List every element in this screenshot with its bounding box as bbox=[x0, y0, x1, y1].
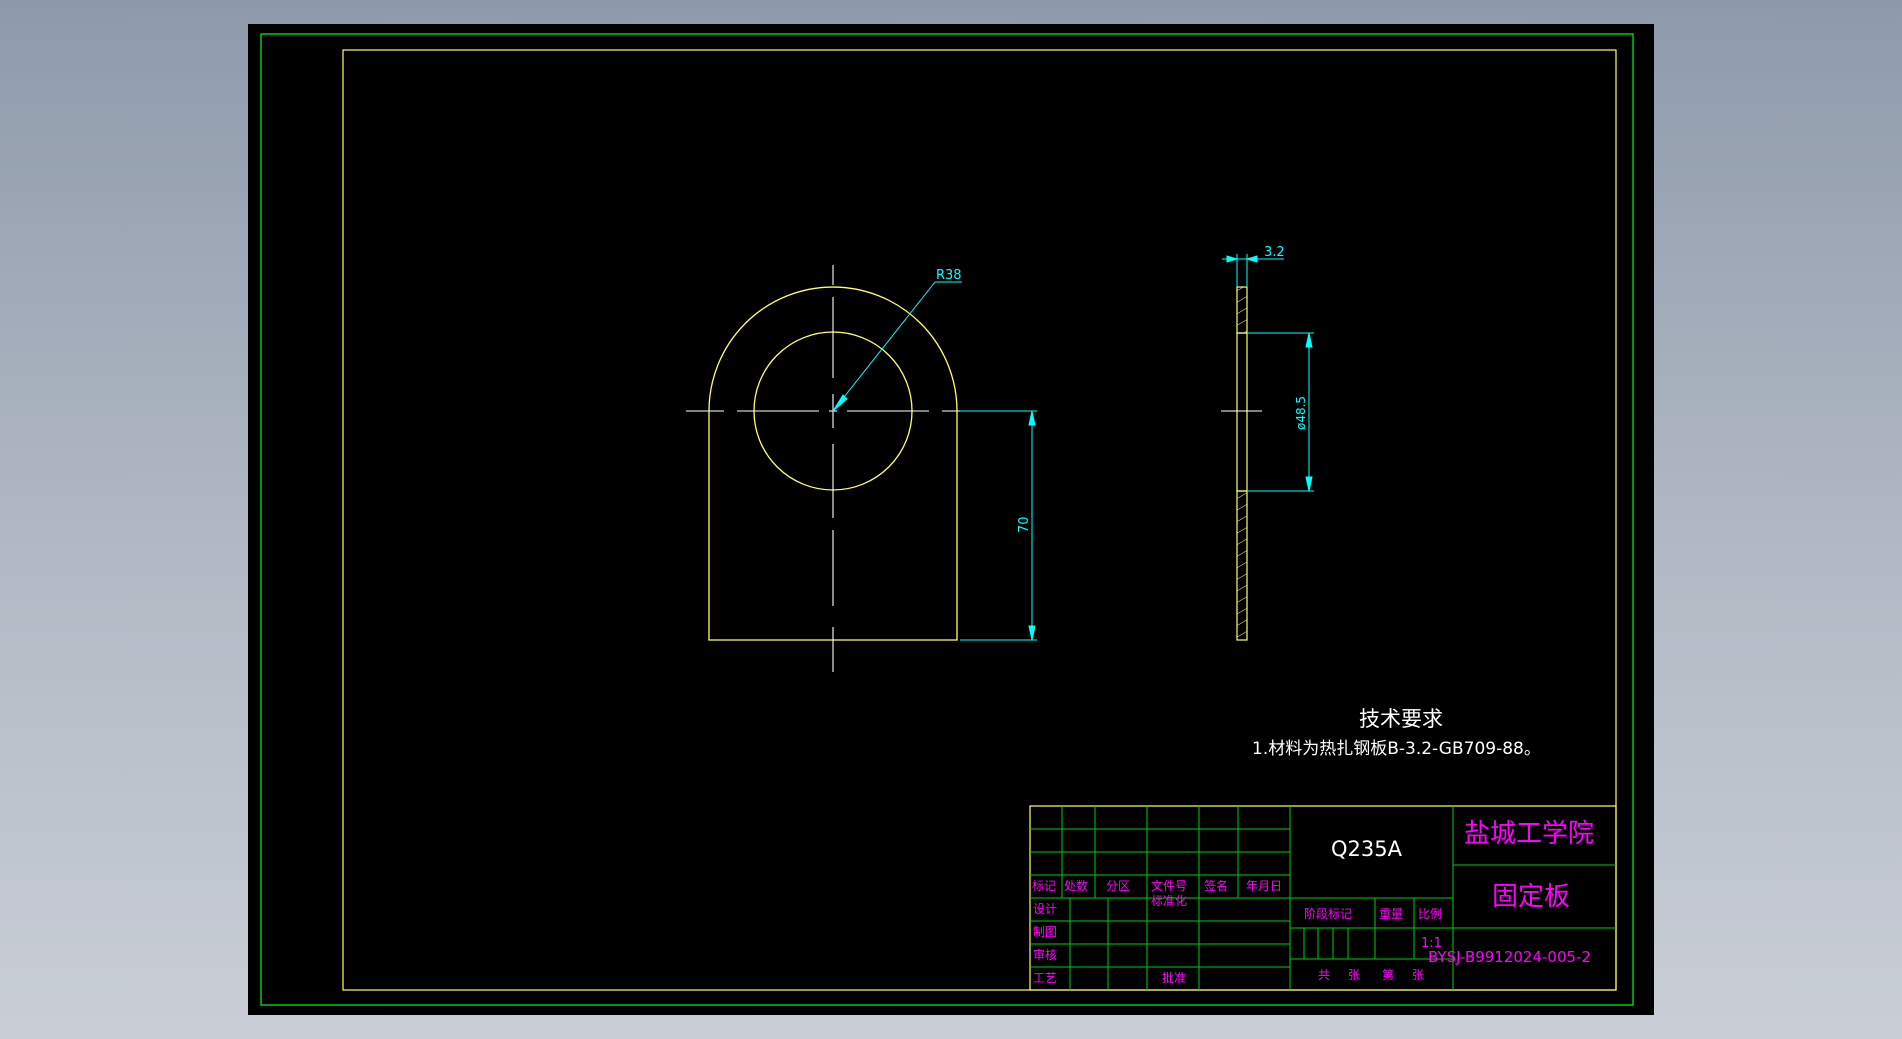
scale-value: 1:1 bbox=[1421, 936, 1442, 951]
drawing-canvas bbox=[248, 24, 1654, 1015]
diameter-label: ø48.5 bbox=[1294, 396, 1308, 430]
label-count: 处数 bbox=[1064, 878, 1088, 893]
front-view: R38 70 bbox=[686, 265, 1037, 672]
side-view: 3.2 ø48.5 bbox=[1221, 245, 1314, 641]
institution-name: 盐城工学院 bbox=[1464, 819, 1594, 849]
label-scale: 比例 bbox=[1418, 907, 1442, 921]
section-upper bbox=[1236, 286, 1248, 334]
notes-line: 1.材料为热扎钢板B-3.2-GB709-88。 bbox=[1252, 739, 1541, 759]
label-draw: 制图 bbox=[1033, 925, 1057, 939]
inner-frame bbox=[342, 49, 1617, 991]
label-total: 共 bbox=[1318, 968, 1330, 982]
label-review: 审核 bbox=[1033, 947, 1057, 962]
label-nth: 第 bbox=[1382, 968, 1394, 982]
label-doc-no: 文件号 bbox=[1151, 878, 1187, 893]
label-standardize: 标准化 bbox=[1151, 894, 1187, 908]
thickness-dimension bbox=[1222, 254, 1284, 287]
drawing-number: BYSJ-B9912024-005-2 bbox=[1428, 948, 1591, 966]
label-sheet: 张 bbox=[1348, 968, 1360, 982]
outer-frame bbox=[260, 33, 1634, 1006]
section-lower bbox=[1236, 490, 1248, 641]
radius-dimension bbox=[832, 281, 962, 412]
plate-outline bbox=[708, 286, 958, 641]
label-process: 工艺 bbox=[1033, 971, 1057, 985]
thickness-label: 3.2 bbox=[1264, 245, 1285, 260]
material-label: Q235A bbox=[1331, 837, 1403, 861]
label-approve: 批准 bbox=[1162, 970, 1186, 985]
height-label: 70 bbox=[1017, 516, 1032, 533]
label-design: 设计 bbox=[1033, 902, 1057, 916]
label-sheet-2: 张 bbox=[1412, 968, 1424, 982]
label-sign: 签名 bbox=[1204, 878, 1228, 893]
label-stage-mark: 阶段标记 bbox=[1304, 906, 1352, 921]
label-mark: 标记 bbox=[1032, 879, 1056, 893]
label-weight: 重量 bbox=[1379, 907, 1403, 921]
part-name: 固定板 bbox=[1492, 882, 1570, 912]
title-block-grid bbox=[1030, 806, 1616, 990]
title-block: 标记 处数 分区 文件号 签名 年月日 设计 标准化 制图 审核 工艺 批准 阶… bbox=[1029, 805, 1617, 991]
diameter-dimension bbox=[1247, 332, 1314, 492]
notes-heading: 技术要求 bbox=[1359, 707, 1443, 731]
radius-label: R38 bbox=[936, 268, 962, 283]
label-zone: 分区 bbox=[1106, 879, 1130, 893]
height-dimension bbox=[960, 410, 1037, 641]
label-date: 年月日 bbox=[1246, 879, 1282, 893]
